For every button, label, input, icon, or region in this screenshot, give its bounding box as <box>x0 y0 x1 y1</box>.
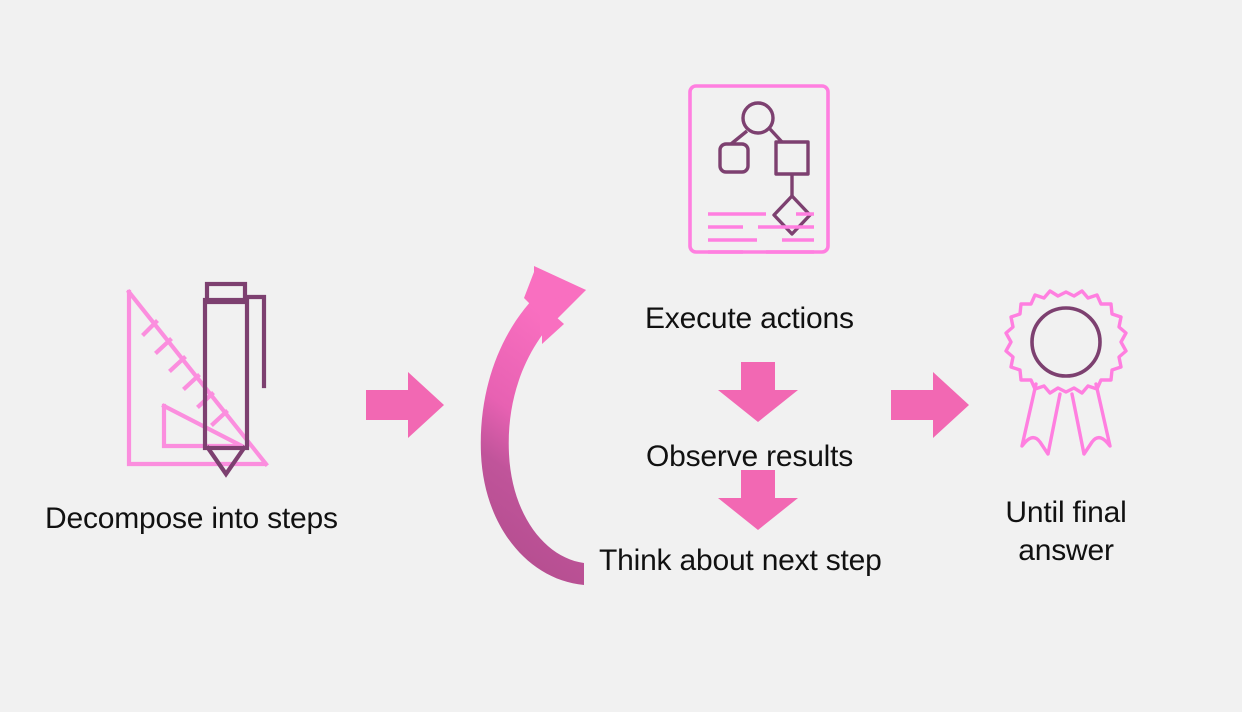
arrow-down-observe-to-think <box>716 470 800 532</box>
label-observe-results: Observe results <box>646 440 854 473</box>
label-think-about-next-step: Think about next step <box>599 544 882 577</box>
label-until-final-answer: Until final answer <box>975 494 1157 570</box>
loop-back-curved-arrow <box>468 258 598 593</box>
label-until-final-line1: Until final <box>1005 496 1127 529</box>
arrow-down-execute-to-observe <box>716 362 800 424</box>
label-execute-actions: Execute actions <box>645 302 854 335</box>
label-until-final-line2: answer <box>1018 534 1114 568</box>
award-ribbon-icon <box>1004 286 1128 456</box>
label-decompose-into-steps: Decompose into steps <box>45 502 338 535</box>
flowchart-document-icon <box>686 82 836 258</box>
ruler-and-pen-icon <box>118 278 278 478</box>
arrow-right-loop-to-final <box>891 370 971 440</box>
arrow-right-decompose-to-loop <box>366 370 446 440</box>
